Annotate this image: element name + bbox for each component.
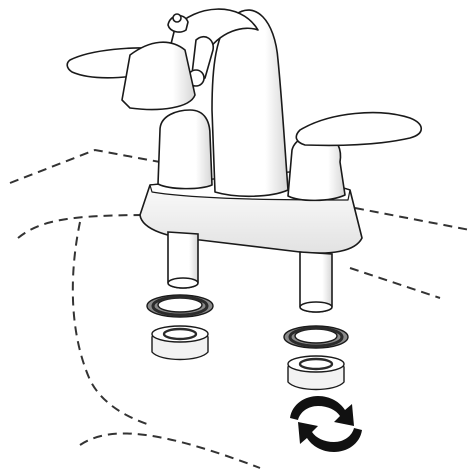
left-valve-body xyxy=(157,109,213,190)
left-nut-bore xyxy=(162,327,198,341)
sink-inner-rim-right xyxy=(349,267,441,299)
sink-basin-bottom xyxy=(79,432,261,469)
rotate-arrow-top xyxy=(290,396,354,426)
right-nut-bore xyxy=(298,357,334,371)
spout-body xyxy=(211,9,289,198)
right-handle xyxy=(295,111,423,147)
supply-shanks xyxy=(167,231,333,313)
sink-basin-wall xyxy=(71,221,151,426)
sink-outline xyxy=(9,148,471,469)
right-gasket-nut-assembly xyxy=(283,325,349,391)
left-gasket-nut-assembly xyxy=(146,294,214,361)
sink-inner-rim xyxy=(17,214,151,239)
right-gasket-ring xyxy=(288,326,344,348)
rotate-arrow-bottom xyxy=(298,422,362,452)
rotate-arrows-icon xyxy=(290,396,362,452)
left-handle-neck xyxy=(121,41,196,111)
faucet-icon xyxy=(66,8,423,254)
sink-back-edge-right xyxy=(354,207,471,231)
left-shank-end xyxy=(167,277,199,289)
right-shank-end xyxy=(299,301,333,313)
spout-knob-top xyxy=(172,13,182,23)
sink-back-edge-left xyxy=(9,148,161,184)
left-gasket-ring xyxy=(151,295,209,317)
